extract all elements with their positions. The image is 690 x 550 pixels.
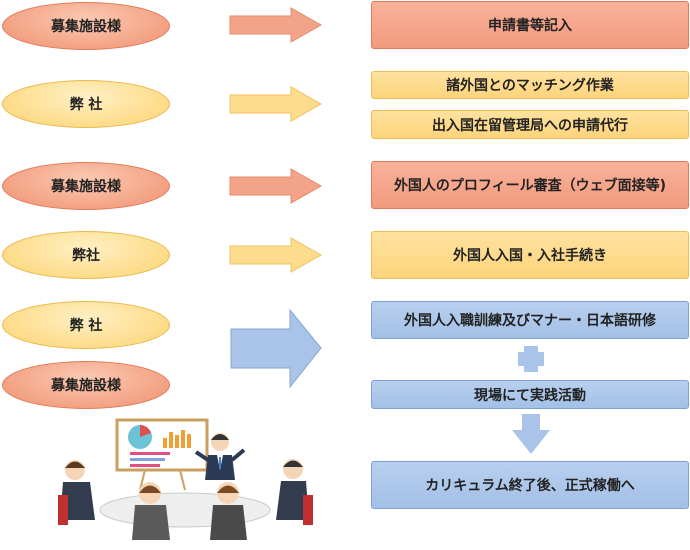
oval-label: 募集施設様 — [51, 378, 121, 394]
step-onsite-practice: 現場にて実践活動 — [371, 380, 689, 409]
step-label: 諸外国とのマッチング作業 — [446, 78, 614, 94]
step-label: 外国人入国・入社手続き — [453, 248, 607, 264]
oval-recruiting-facility-3: 募集施設様 — [2, 361, 170, 409]
right-arrow-icon — [229, 7, 323, 43]
step-entry-procedures: 外国人入国・入社手続き — [371, 231, 689, 279]
oval-label: 弊 社 — [69, 318, 103, 334]
oval-label: 弊社 — [72, 248, 100, 264]
down-arrow-icon — [512, 414, 550, 454]
oval-our-company-2: 弊社 — [2, 231, 170, 279]
business-meeting-illustration — [58, 418, 313, 540]
oval-label: 募集施設様 — [51, 179, 121, 195]
oval-label: 弊 社 — [69, 97, 103, 113]
step-label: 外国人入職訓練及びマナー・日本語研修 — [404, 313, 656, 329]
step-application-form: 申請書等記入 — [371, 1, 689, 49]
step-label: カリキュラム終了後、正式稼働へ — [425, 478, 635, 494]
step-label: 外国人のプロフィール審査（ウェブ面接等) — [393, 178, 667, 194]
step-label: 出入国在留管理局への申請代行 — [432, 117, 628, 134]
plus-icon — [518, 346, 544, 372]
right-arrow-icon — [229, 168, 323, 204]
right-arrow-icon — [229, 86, 323, 122]
oval-our-company-1: 弊 社 — [2, 80, 170, 128]
oval-our-company-3: 弊 社 — [2, 301, 170, 349]
large-right-arrow-icon — [230, 308, 322, 389]
step-profile-screening: 外国人のプロフィール審査（ウェブ面接等) — [371, 161, 689, 209]
oval-recruiting-facility-2: 募集施設様 — [2, 162, 170, 210]
step-matching: 諸外国とのマッチング作業 — [371, 71, 689, 99]
step-training: 外国人入職訓練及びマナー・日本語研修 — [371, 301, 689, 339]
step-full-operation: カリキュラム終了後、正式稼働へ — [371, 461, 689, 509]
oval-recruiting-facility-1: 募集施設様 — [2, 2, 170, 50]
step-label: 申請書等記入 — [488, 18, 572, 34]
step-immigration-application: 出入国在留管理局への申請代行 — [371, 110, 689, 139]
right-arrow-icon — [229, 237, 323, 273]
oval-label: 募集施設様 — [51, 19, 121, 35]
step-label: 現場にて実践活動 — [474, 387, 586, 404]
